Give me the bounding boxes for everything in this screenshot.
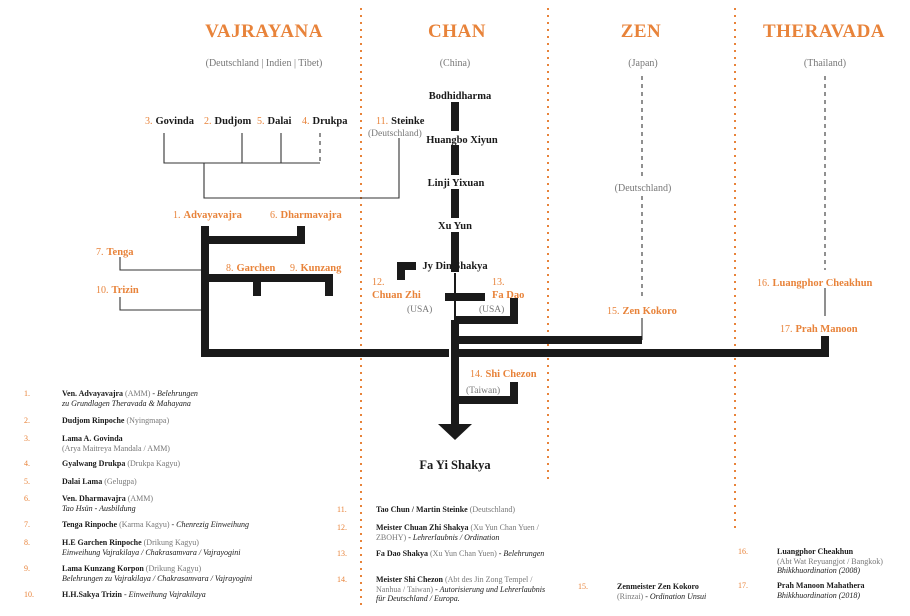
lineage-arrow: [438, 424, 472, 440]
node-huangbo: Huangbo Xiyun: [426, 135, 498, 146]
node-jydin: Jy Din Shakya: [422, 261, 488, 272]
node-dudjom: 2.Dudjom: [204, 116, 252, 127]
garchen-kunzang-branch: [205, 274, 333, 296]
node-bodhidharma: Bodhidharma: [429, 91, 492, 102]
header-chan-sub: (China): [440, 58, 471, 69]
node-kunzang: 9.Kunzang: [290, 263, 342, 274]
jydin-hook: [397, 262, 416, 280]
header-theravada: THERAVADA: [763, 21, 885, 42]
header-zen: ZEN: [621, 21, 662, 42]
node-govinda: 3.Govinda: [145, 116, 195, 127]
zen-deutschland: (Deutschland): [615, 183, 672, 194]
node-zenkokoro: 15.Zen Kokoro: [607, 306, 677, 317]
header-theravada-sub: (Thailand): [804, 58, 846, 69]
theravada-link: [455, 336, 829, 357]
fadao-drop: [455, 298, 518, 324]
node-fadao-num: 13.: [492, 277, 505, 288]
node-garchen: 8.Garchen: [226, 263, 276, 274]
trizin-line: [119, 297, 206, 311]
node-chuanzhi-num: 12.: [372, 277, 385, 288]
header-vajrayana: VAJRAYANA: [205, 21, 323, 42]
header-chan: CHAN: [428, 21, 486, 42]
node-drukpa: 4.Drukpa: [302, 116, 348, 127]
node-dalai: 5.Dalai: [257, 116, 292, 127]
node-steinke: 11.Steinke: [376, 116, 425, 127]
node-xuyun: Xu Yun: [438, 221, 472, 232]
node-trizin: 10.Trizin: [96, 285, 139, 296]
node-manoon: 17.Prah Manoon: [780, 324, 858, 335]
node-fadao: Fa Dao: [492, 290, 524, 301]
dharmavajra-branch: [201, 226, 449, 357]
node-linji: Linji Yixuan: [428, 178, 485, 189]
header-zen-sub: (Japan): [628, 58, 657, 69]
node-chuanzhi: Chuan Zhi: [372, 290, 421, 301]
bracket-to-advayavajra: [203, 138, 400, 199]
node-cheakhun: 16.Luangphor Cheakhun: [757, 278, 873, 289]
node-fayi: Fa Yi Shakya: [419, 458, 491, 472]
node-tenga: 7.Tenga: [96, 247, 134, 258]
tibet-bracket: [163, 133, 320, 164]
node-advayavajra: 1.Advayavajra: [173, 210, 243, 221]
node-shichezon-sub: (Taiwan): [466, 385, 500, 396]
node-steinke-sub: (Deutschland): [368, 128, 422, 139]
node-dharmavajra: 6.Dharmavajra: [270, 210, 342, 221]
node-shichezon: 14.Shi Chezon: [470, 369, 537, 380]
node-fadao-sub: (USA): [479, 304, 504, 315]
shichezon-branch: [459, 382, 518, 404]
header-vajrayana-sub: (Deutschland | Indien | Tibet): [206, 58, 323, 69]
dharmavajra-connector: [205, 226, 305, 244]
tenga-line: [119, 257, 206, 271]
node-chuanzhi-sub: (USA): [407, 304, 432, 315]
